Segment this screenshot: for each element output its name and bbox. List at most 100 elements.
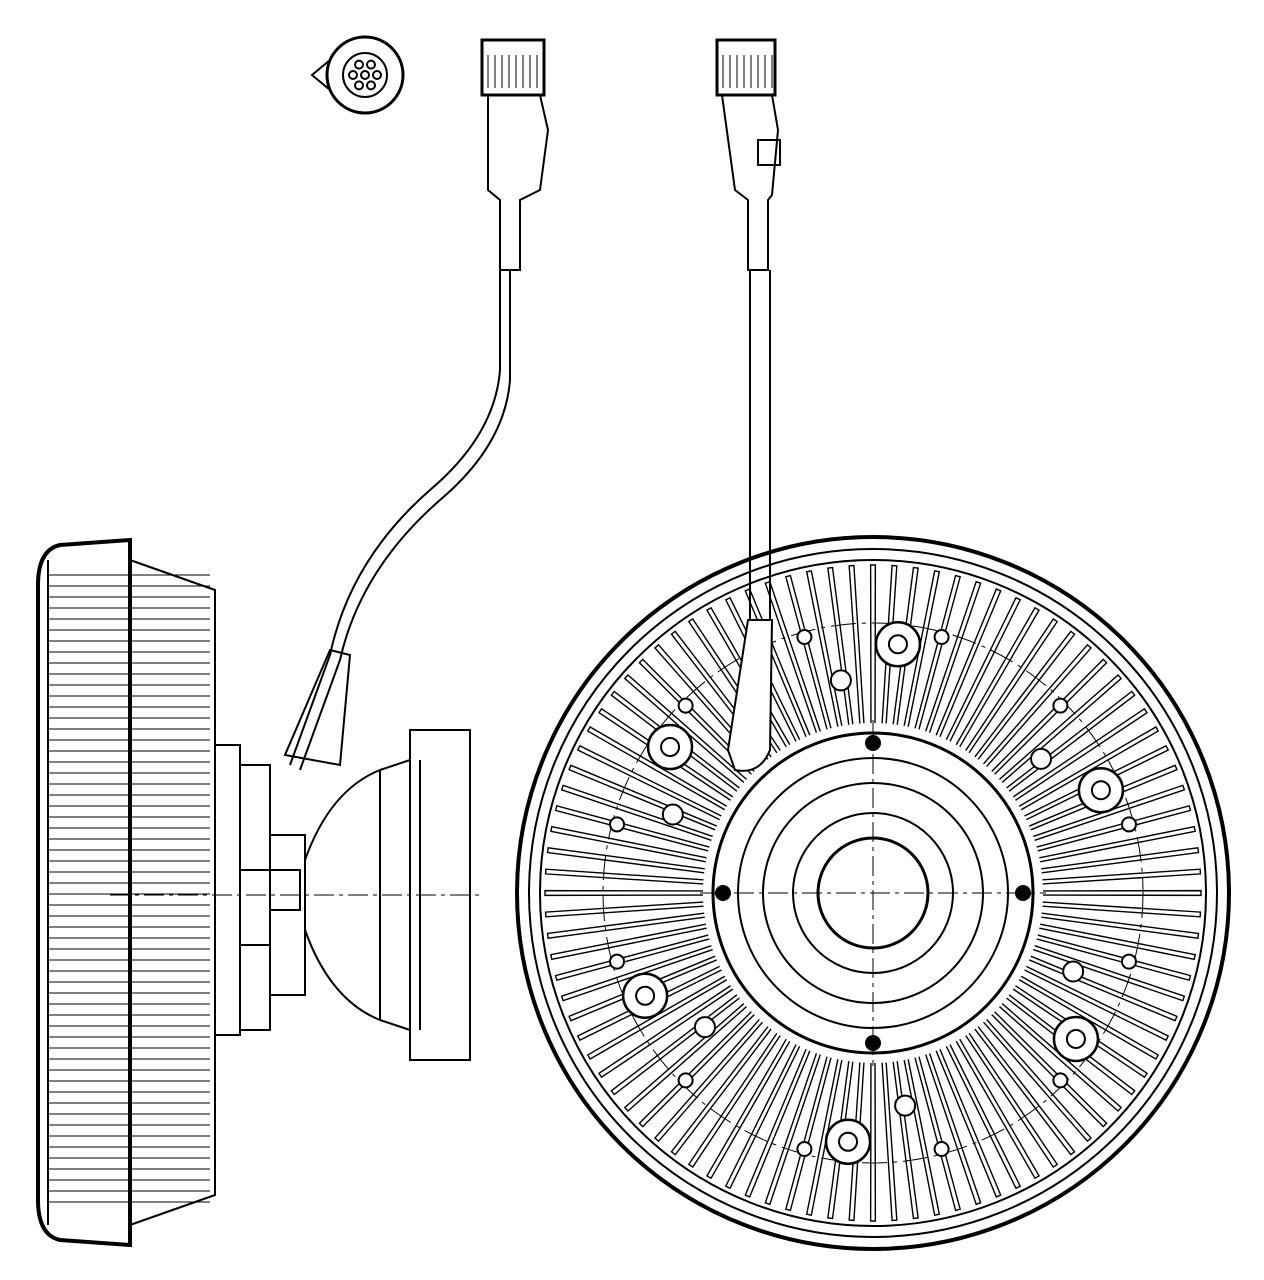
front-fin — [671, 631, 771, 759]
clutch-housing — [240, 765, 270, 1030]
front-fin — [689, 1033, 780, 1167]
lug-hole — [839, 1133, 857, 1151]
front-fin — [745, 1049, 810, 1197]
front-fin — [1042, 869, 1200, 884]
front-fin — [946, 1045, 1020, 1189]
front-fin — [893, 1061, 918, 1218]
connector-latch — [758, 140, 780, 165]
front-fin — [625, 675, 747, 782]
front-fin — [1033, 946, 1184, 1001]
front-fin — [1041, 848, 1198, 873]
front-view — [517, 40, 1229, 1249]
front-fin — [745, 589, 810, 737]
connector-face-inner — [343, 53, 387, 97]
front-fin — [546, 869, 704, 884]
front-fin — [975, 631, 1075, 759]
front-fin — [578, 746, 722, 820]
connector-pin — [355, 61, 363, 69]
front-fin — [689, 619, 780, 753]
lug-screw — [663, 805, 683, 825]
front-fin — [915, 576, 960, 730]
bolt-hole — [610, 817, 624, 831]
front-fin — [975, 1027, 1075, 1155]
bolt-hole — [1053, 1073, 1067, 1087]
front-fin — [966, 1033, 1057, 1167]
front-fin — [946, 598, 1020, 742]
bolt-hole — [935, 630, 949, 644]
front-fin — [639, 1012, 754, 1127]
lug-hole — [1092, 781, 1110, 799]
sensor-body — [270, 835, 305, 995]
front-fin — [1042, 902, 1200, 917]
mounting-lug — [876, 622, 920, 666]
lug-screw — [895, 1096, 915, 1116]
front-fin — [599, 986, 733, 1077]
bolt-hole — [679, 1073, 693, 1087]
side-cable — [290, 270, 500, 765]
cable-sleeve — [285, 650, 350, 765]
front-fin — [546, 902, 704, 917]
rim-ring — [529, 549, 1217, 1237]
front-fin — [551, 924, 707, 959]
front-fin — [936, 589, 1001, 737]
connector-key — [312, 60, 330, 90]
front-fin — [655, 645, 762, 767]
connector-nut — [482, 40, 544, 95]
front-fin — [992, 659, 1107, 774]
bolt-hole — [797, 630, 811, 644]
front-fin — [707, 1039, 790, 1178]
outer-rim — [517, 537, 1229, 1249]
connector-body — [722, 95, 778, 270]
front-fin — [639, 659, 754, 774]
front-fin — [984, 645, 1091, 767]
connector-nut — [717, 40, 775, 95]
front-fin — [871, 565, 876, 723]
front-fin — [569, 765, 717, 830]
mounting-lug — [623, 974, 667, 1018]
connector-pin — [373, 71, 381, 79]
mounting-lug — [1054, 1017, 1098, 1061]
connector-body — [488, 95, 548, 270]
front-fin — [1043, 891, 1201, 896]
lug-hole — [661, 738, 679, 756]
rim-ring — [540, 560, 1206, 1226]
front-fin — [548, 848, 705, 873]
connector-pin — [349, 71, 357, 79]
lug-hole — [889, 635, 907, 653]
front-fin — [984, 1019, 1091, 1141]
front-fin — [992, 1012, 1107, 1127]
front-fin — [936, 1049, 1001, 1197]
connector-pin — [361, 71, 369, 79]
connector-pin — [367, 61, 375, 69]
front-fin — [765, 1053, 820, 1204]
mounting-lug — [826, 1120, 870, 1164]
bolt-hole — [935, 1142, 949, 1156]
lug-screw — [1063, 961, 1083, 981]
mounting-lug — [1079, 768, 1123, 812]
front-fin — [671, 1027, 771, 1155]
connector-pins — [349, 61, 381, 90]
front-fin — [828, 568, 853, 725]
bolt-holes — [610, 622, 1136, 1164]
front-fin — [882, 1062, 897, 1220]
front-fin — [556, 935, 710, 980]
front-fin — [1041, 913, 1198, 938]
side-view — [38, 37, 548, 1245]
connector-nut-ribs — [488, 55, 537, 88]
front-fin — [1007, 691, 1135, 791]
connector-pin — [367, 81, 375, 89]
front-fin — [625, 1004, 747, 1111]
front-fin — [1029, 956, 1177, 1021]
front-fin — [786, 576, 831, 730]
front-fin — [926, 582, 981, 733]
front-fin — [849, 566, 864, 724]
fan-body-outline — [38, 540, 130, 1245]
mounting-flange — [305, 730, 470, 1060]
front-fin — [765, 582, 820, 733]
front-fin — [611, 995, 739, 1095]
cable-sleeve — [728, 620, 772, 771]
front-fin — [545, 891, 703, 896]
bolt-hole — [1122, 817, 1136, 831]
bolt-hole — [1122, 955, 1136, 969]
